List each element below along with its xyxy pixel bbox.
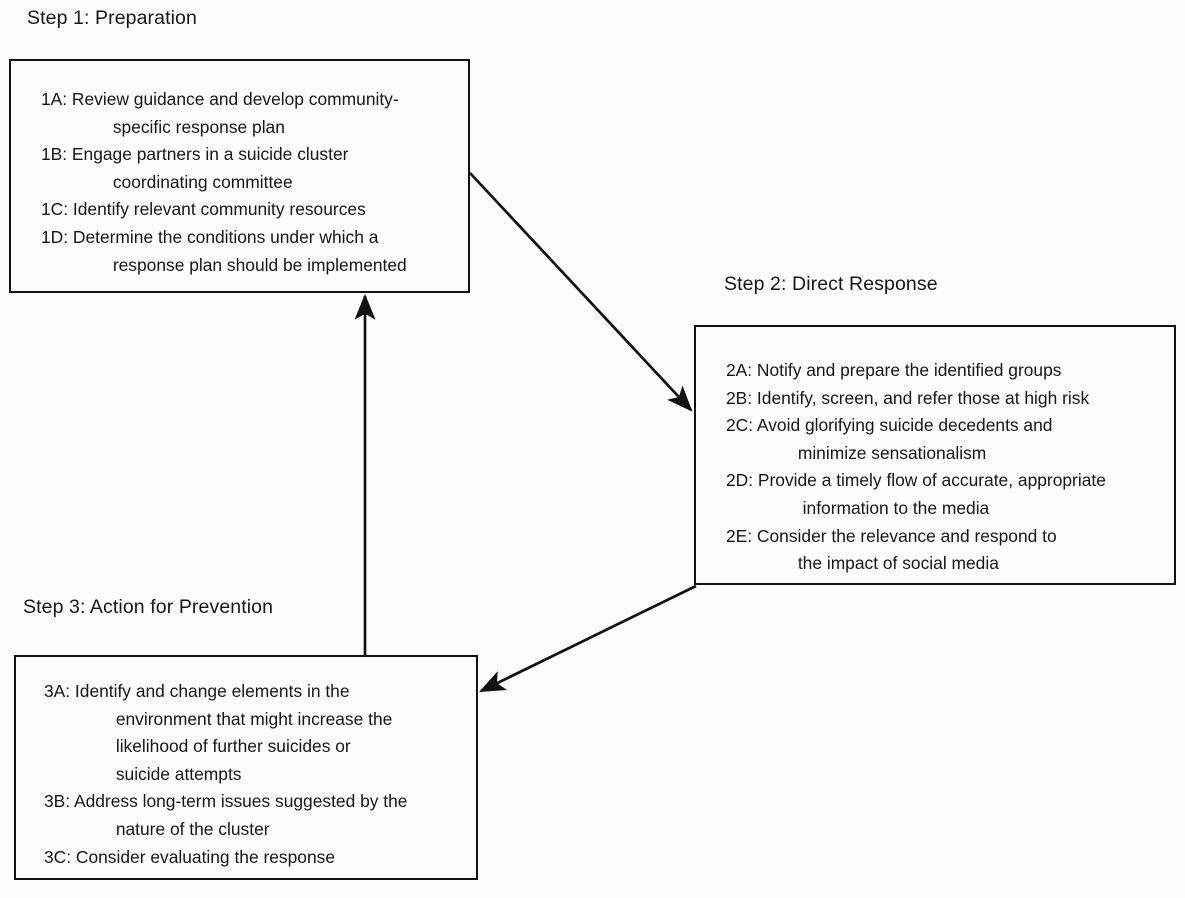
step-3-item-list: 3A: Identify and change elements in the … — [44, 678, 459, 871]
arrow-step2-to-step3 — [479, 584, 697, 693]
step-3-item-3b: 3B: Address long-term issues suggested b… — [44, 791, 408, 839]
step-1-item-1a: 1A: Review guidance and develop communit… — [41, 89, 399, 137]
step-1-box — [9, 59, 470, 293]
step-2-item-2d: 2D: Provide a timely flow of accurate, a… — [726, 470, 1106, 518]
step-1-title: Step 1: Preparation — [27, 7, 197, 29]
step-3-item-3a: 3A: Identify and change elements in the … — [44, 681, 393, 784]
step-1-item-list: 1A: Review guidance and develop communit… — [41, 86, 451, 279]
step-2-item-list: 2A: Notify and prepare the identified gr… — [726, 357, 1156, 578]
step-2-box — [694, 325, 1176, 585]
step-2-item-2b: 2B: Identify, screen, and refer those at… — [726, 387, 1090, 408]
step-2-item-2c: 2C: Avoid glorifying suicide decedents a… — [726, 415, 1053, 463]
step-2-item-2a: 2A: Notify and prepare the identified gr… — [726, 360, 1062, 380]
step-3-item-3c: 3C: Consider evaluating the response — [44, 846, 335, 867]
step-1-item-1c: 1C: Identify relevant community resource… — [41, 199, 366, 220]
arrow-step1-to-step2 — [469, 172, 693, 412]
step-2-item-2e: 2E: Consider the relevance and respond t… — [726, 525, 1057, 574]
step-1-item-1d: 1D: Determine the conditions under which… — [41, 226, 407, 275]
step-2-title: Step 2: Direct Response — [724, 273, 938, 295]
step-1-item-1b: 1B: Engage partners in a suicide cluster… — [41, 144, 349, 192]
step-3-title: Step 3: Action for Prevention — [23, 596, 274, 618]
step-3-box — [14, 655, 478, 880]
